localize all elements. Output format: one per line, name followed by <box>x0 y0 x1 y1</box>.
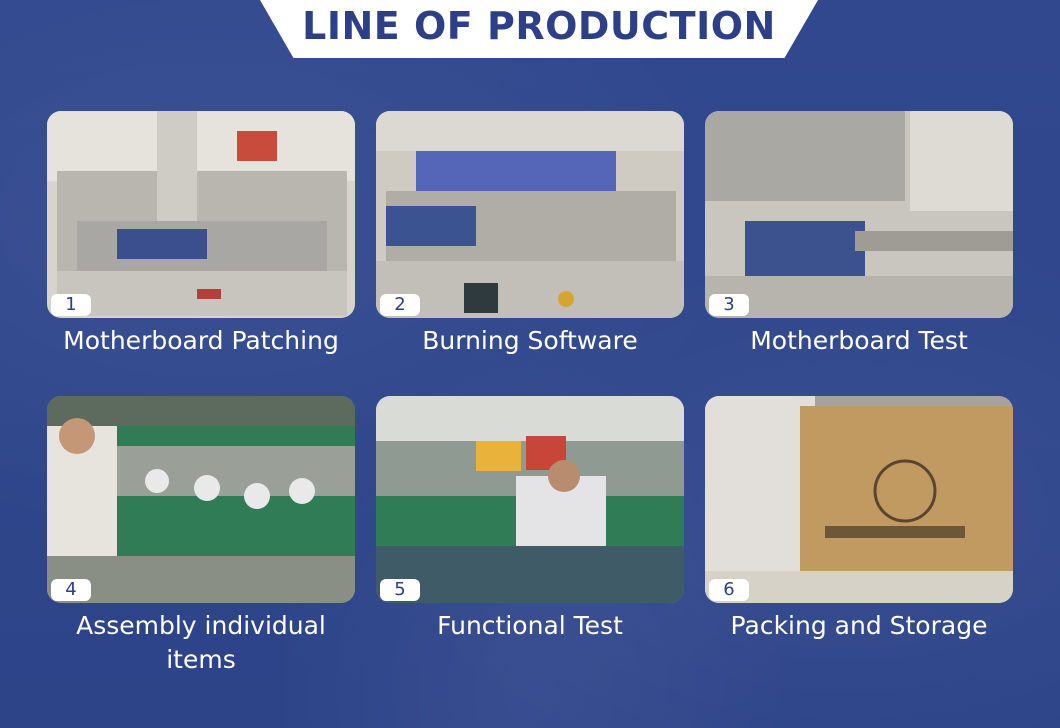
step-card-1: 1 Motherboard Patching <box>47 111 355 358</box>
step-number-badge: 6 <box>709 579 749 601</box>
step-label: Burning Software <box>422 326 638 355</box>
step-photo-assembly: 4 <box>47 396 355 603</box>
step-photo-motherboard-test: 3 <box>705 111 1013 318</box>
step-label: Motherboard Patching <box>63 326 339 355</box>
step-photo-functional-test: 5 <box>376 396 684 603</box>
step-number-badge: 1 <box>51 294 91 316</box>
page-title: LINE OF PRODUCTION <box>302 4 776 48</box>
step-card-4: 4 Assembly individual items <box>47 396 355 677</box>
step-photo-packing-storage: 6 <box>705 396 1013 603</box>
step-number-badge: 5 <box>380 579 420 601</box>
step-number-badge: 4 <box>51 579 91 601</box>
step-number-badge: 2 <box>380 294 420 316</box>
step-number-badge: 3 <box>709 294 749 316</box>
step-card-2: 2 Burning Software <box>376 111 684 358</box>
step-photo-motherboard-patching: 1 <box>47 111 355 318</box>
step-card-5: 5 Functional Test <box>376 396 684 643</box>
step-label: Functional Test <box>437 611 623 640</box>
step-label: Assembly individual items <box>76 611 326 674</box>
title-banner: LINE OF PRODUCTION <box>260 0 818 58</box>
step-card-6: 6 Packing and Storage <box>705 396 1013 643</box>
step-label: Packing and Storage <box>730 611 988 640</box>
step-photo-burning-software: 2 <box>376 111 684 318</box>
step-card-3: 3 Motherboard Test <box>705 111 1013 358</box>
step-label: Motherboard Test <box>750 326 968 355</box>
